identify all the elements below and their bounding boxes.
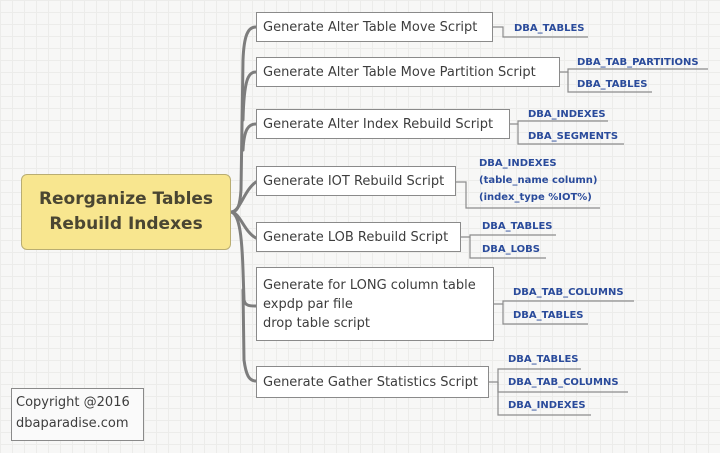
branch-label: Generate Alter Index Rebuild Script bbox=[263, 116, 494, 132]
branch-alter-table-move[interactable]: Generate Alter Table Move Script bbox=[256, 12, 493, 42]
branch-long-column[interactable]: Generate for LONG column table expdp par… bbox=[256, 267, 494, 341]
leaf-dba-tables[interactable]: DBA_TABLES bbox=[513, 310, 584, 321]
leaf-dba-indexes[interactable]: DBA_INDEXES bbox=[508, 400, 586, 411]
website-line: dbaparadise.com bbox=[16, 416, 129, 431]
branch-gather-statistics[interactable]: Generate Gather Statistics Script bbox=[256, 366, 489, 398]
root-topic-line2: Rebuild Indexes bbox=[49, 214, 203, 234]
leaf-dba-tables[interactable]: DBA_TABLES bbox=[508, 354, 579, 365]
copyright-box: Copyright @2016 dbaparadise.com bbox=[11, 388, 144, 441]
branch-alter-table-move-partition[interactable]: Generate Alter Table Move Partition Scri… bbox=[256, 57, 560, 87]
branch-label: Generate IOT Rebuild Script bbox=[263, 173, 445, 189]
branch-label-line3: drop table script bbox=[263, 315, 370, 331]
leaf-dba-indexes[interactable]: DBA_INDEXES bbox=[528, 109, 606, 120]
root-topic-line1: Reorganize Tables bbox=[38, 189, 214, 209]
branch-label: Generate Gather Statistics Script bbox=[263, 374, 478, 390]
branch-label-line2: expdp par file bbox=[263, 296, 353, 312]
branch-label: Generate Alter Table Move Script bbox=[263, 19, 478, 35]
leaf-dba-tab-columns[interactable]: DBA_TAB_COLUMNS bbox=[508, 377, 619, 388]
leaf-dba-tab-partitions[interactable]: DBA_TAB_PARTITIONS bbox=[577, 57, 699, 68]
leaf-dba-tables[interactable]: DBA_TABLES bbox=[577, 79, 648, 90]
branch-iot-rebuild[interactable]: Generate IOT Rebuild Script bbox=[256, 166, 456, 196]
branch-alter-index-rebuild[interactable]: Generate Alter Index Rebuild Script bbox=[256, 109, 510, 139]
branch-label: Generate LOB Rebuild Script bbox=[263, 229, 449, 245]
leaf-table-name-column[interactable]: (table_name column) bbox=[479, 175, 598, 186]
leaf-dba-lobs[interactable]: DBA_LOBS bbox=[482, 244, 541, 255]
leaf-dba-indexes[interactable]: DBA_INDEXES bbox=[479, 158, 557, 169]
leaf-dba-tables[interactable]: DBA_TABLES bbox=[482, 221, 553, 232]
branch-lob-rebuild[interactable]: Generate LOB Rebuild Script bbox=[256, 222, 461, 252]
root-topic[interactable]: Reorganize Tables Rebuild Indexes bbox=[21, 174, 231, 250]
leaf-dba-tab-columns[interactable]: DBA_TAB_COLUMNS bbox=[513, 287, 624, 298]
branch-label-line1: Generate for LONG column table bbox=[263, 277, 476, 293]
copyright-line: Copyright @2016 bbox=[16, 395, 130, 410]
leaf-dba-segments[interactable]: DBA_SEGMENTS bbox=[528, 131, 619, 142]
leaf-index-type-iot[interactable]: (index_type %IOT%) bbox=[479, 192, 592, 203]
leaf-dba-tables[interactable]: DBA_TABLES bbox=[514, 23, 585, 34]
branch-label: Generate Alter Table Move Partition Scri… bbox=[263, 64, 536, 80]
